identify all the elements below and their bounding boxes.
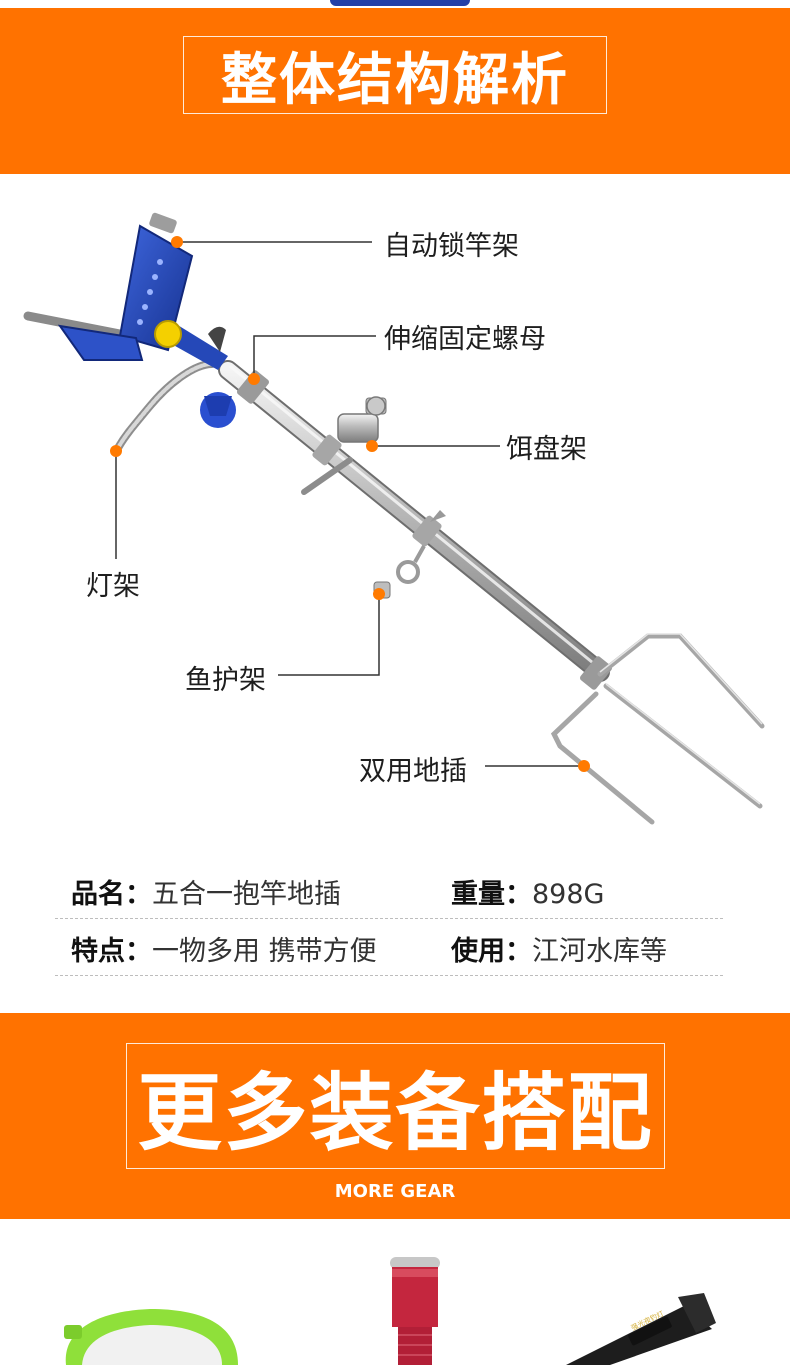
spec-cell-name: 品名：五合一抱竿地插 (71, 879, 341, 910)
spec-row: 品名：五合一抱竿地插 重量：898G (55, 862, 723, 919)
callout-bait-tray: 饵盘架 (506, 434, 587, 465)
structure-banner: 整体结构解析 (0, 8, 790, 174)
spec-table: 品名：五合一抱竿地插 重量：898G 特点：一物多用 携带方便 使用：江河水库等 (55, 862, 723, 976)
more-gear-title: 更多装备搭配 (137, 1063, 654, 1162)
gear-preview-illustration (64, 1257, 716, 1365)
structure-diagram: 自动锁竿架 伸缩固定螺母 饵盘架 灯架 鱼护架 双用地插 (0, 174, 790, 854)
more-gear-title-frame: 更多装备搭配 (126, 1043, 665, 1169)
more-gear-banner: 更多装备搭配 MORE GEAR (0, 1013, 790, 1219)
structure-title: 整体结构解析 (221, 47, 569, 113)
bait-tray-mount (301, 396, 387, 495)
marker-dots (110, 236, 590, 772)
callout-telescopic-nut: 伸缩固定螺母 (384, 324, 546, 355)
structure-title-frame: 整体结构解析 (183, 36, 607, 114)
bait-bucket-item (390, 1257, 440, 1365)
light-holder-gooseneck (114, 360, 216, 452)
more-gear-subtitle: MORE GEAR (334, 1181, 456, 1202)
leader-lines (115, 241, 584, 767)
spec-cell-usage: 使用：江河水库等 (451, 936, 667, 967)
callout-fish-guard: 鱼护架 (185, 665, 266, 696)
gear-preview: 强光夜钓灯 (0, 1219, 790, 1365)
spec-row: 特点：一物多用 携带方便 使用：江河水库等 (55, 919, 723, 976)
spec-cell-weight: 重量：898G (451, 879, 605, 910)
callout-auto-lock: 自动锁竿架 (384, 231, 519, 262)
callout-light-holder: 灯架 (86, 571, 140, 602)
auto-lock-rod-holder (23, 212, 236, 428)
top-strip (0, 0, 790, 8)
tube-collars (237, 370, 612, 690)
spec-cell-features: 特点：一物多用 携带方便 (71, 936, 377, 967)
callout-ground-spike: 双用地插 (359, 756, 467, 787)
flashlight-item (566, 1293, 716, 1365)
main-tube (218, 360, 610, 682)
ground-spike-fork (550, 633, 765, 825)
rod-holder-illustration (23, 212, 765, 825)
fish-net-item (64, 1309, 238, 1365)
previous-product-image-edge (330, 0, 470, 6)
ground-spike-fork-highlight (599, 633, 763, 805)
